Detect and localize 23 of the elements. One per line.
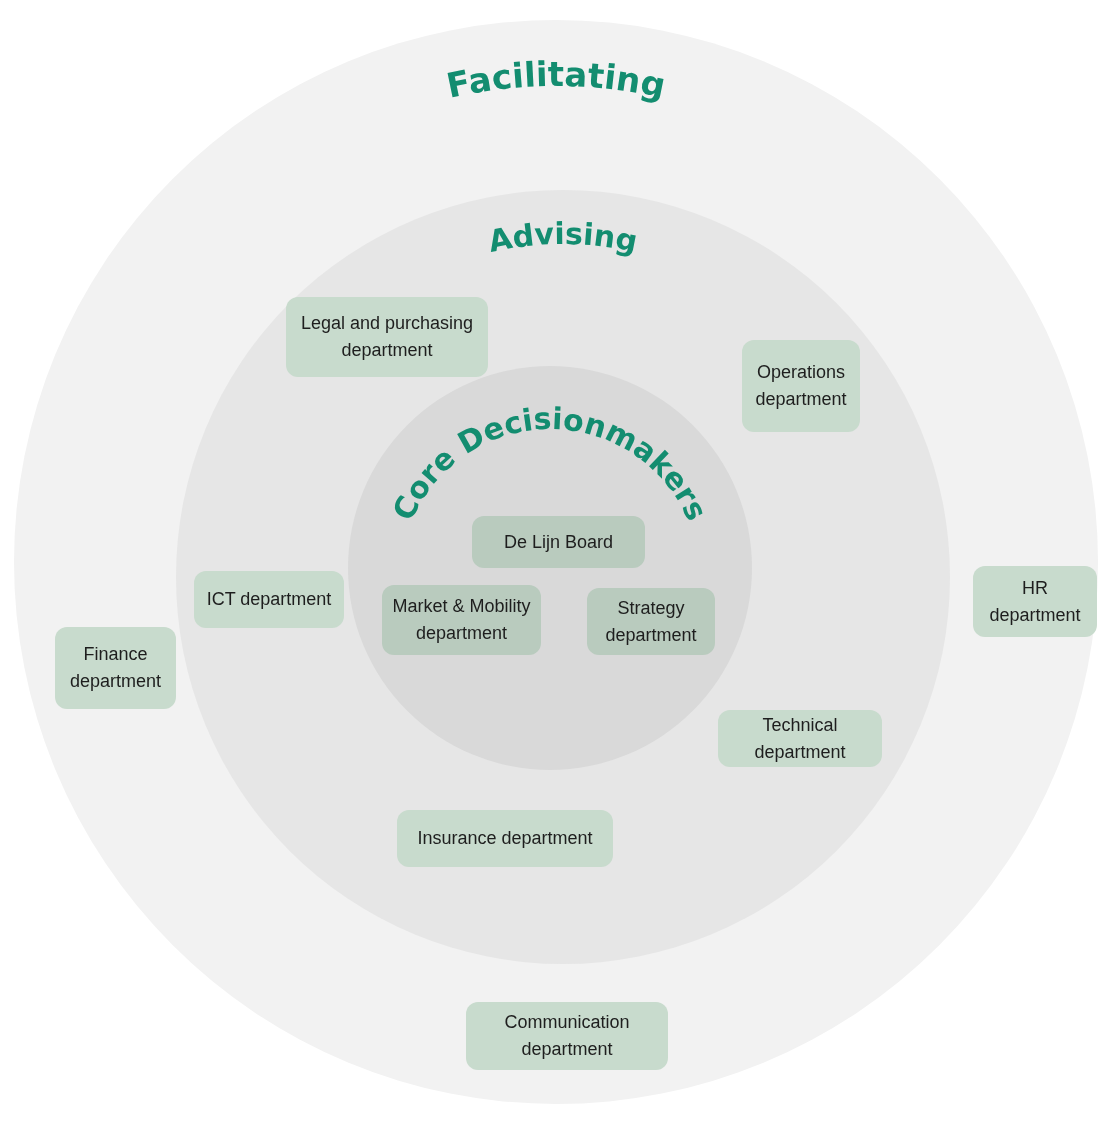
department-label: HR department: [988, 576, 1082, 627]
department-box: [55, 627, 176, 709]
department-box: [973, 566, 1097, 637]
department-label: Market & Mobility department: [391, 595, 532, 645]
zone-title: Advising: [485, 215, 641, 259]
department-label: Finance department: [68, 643, 163, 693]
department-box: [742, 340, 860, 432]
department-label: Strategy department: [604, 596, 698, 647]
department-label: Insurance department: [417, 827, 593, 850]
department-label: Legal and purchasing department: [299, 312, 475, 362]
department-box: [718, 710, 882, 767]
department-box: [382, 585, 541, 655]
department-label: Communication department: [503, 1011, 631, 1061]
department-label: Operations department: [754, 361, 848, 411]
department-box: [466, 1002, 668, 1070]
zone-title: Facilitating: [442, 53, 669, 106]
department-label: ICT department: [206, 588, 332, 611]
department-box: [587, 588, 715, 655]
department-box: [194, 571, 344, 628]
department-label: De Lijn Board: [503, 530, 614, 554]
department-box: [286, 297, 488, 377]
department-box: [397, 810, 613, 867]
department-label: Technical department: [753, 713, 847, 764]
